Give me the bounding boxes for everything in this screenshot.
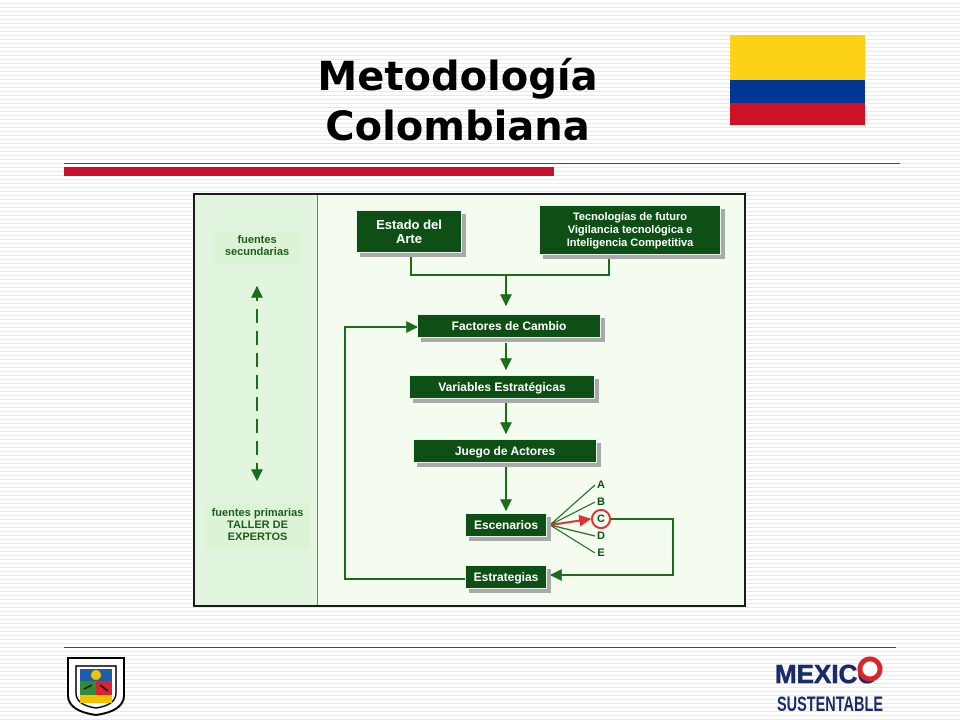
scenario-letter-a: A xyxy=(597,479,605,491)
box-estado-del-arte: Estado del Arte xyxy=(356,210,462,253)
scenario-to-strategy xyxy=(549,518,674,581)
box-factores-cambio: Factores de Cambio xyxy=(417,314,601,338)
box-juego-actores: Juego de Actores xyxy=(413,439,597,463)
crest-seal-icon xyxy=(67,657,125,717)
header-divider-thin xyxy=(64,163,900,164)
label-primary-sources-line2: TALLER DE EXPERTOS xyxy=(227,519,288,543)
scenario-letter-e: E xyxy=(597,547,605,559)
label-primary-sources-line1: fuentes primarias xyxy=(211,507,304,519)
page-title-line1: Metodología xyxy=(317,54,598,100)
scenario-letter-d: D xyxy=(597,530,605,542)
scenario-letter-c: C xyxy=(597,513,605,525)
colombia-flag-icon xyxy=(730,35,865,125)
header-divider-thick xyxy=(64,167,554,176)
merge-connector xyxy=(410,253,610,276)
mexico-sustentable-logo-icon: MEXICO SUSTENTABLE xyxy=(775,656,883,715)
logo-text-sustentable: SUSTENTABLE xyxy=(777,693,883,715)
scenario-letter-b: B xyxy=(597,496,605,508)
page-title-line2: Colombiana xyxy=(325,104,590,150)
page-title: Metodología Colombiana xyxy=(230,52,685,152)
selected-scenario-arrow xyxy=(549,514,592,527)
label-secondary-sources: fuentes secundarias xyxy=(213,231,301,265)
selected-scenario-circle xyxy=(591,509,611,529)
box-escenarios: Escenarios xyxy=(465,513,547,537)
footer-divider xyxy=(64,647,896,648)
feedback-loop xyxy=(344,321,467,580)
box-estrategias: Estrategias xyxy=(465,565,547,589)
label-primary-sources: fuentes primarias TALLER DE EXPERTOS xyxy=(205,504,310,550)
box-tecnologias-futuro: Tecnologías de futuro Vigilancia tecnoló… xyxy=(539,205,721,255)
methodology-diagram: fuentes secundarias fuentes primarias TA… xyxy=(193,193,746,607)
diagram-connectors xyxy=(251,253,674,581)
box-variables-estrategicas: Variables Estratégicas xyxy=(409,375,595,399)
